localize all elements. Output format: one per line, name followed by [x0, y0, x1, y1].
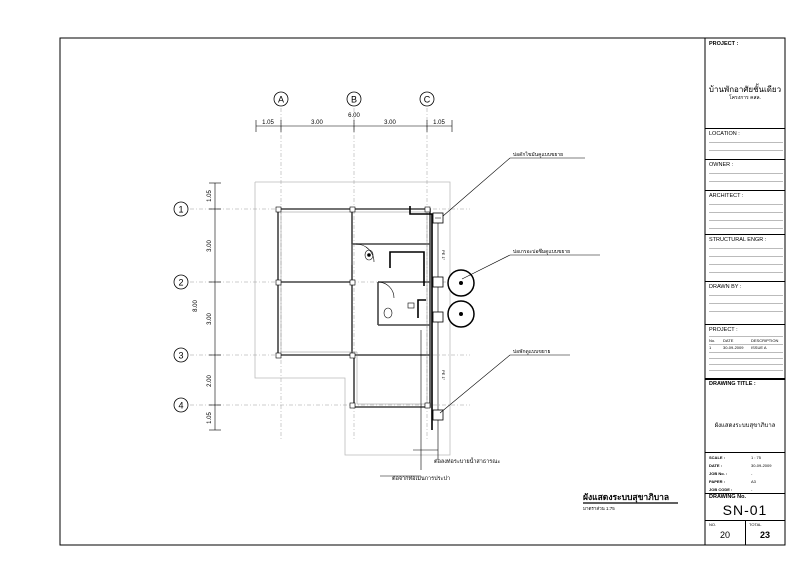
grid-bubble-3: 3 — [173, 347, 189, 363]
sheet-no: 20 — [719, 530, 730, 540]
dim-left-3: 3.00 — [207, 313, 213, 325]
paper-value: A3 — [751, 479, 756, 484]
sheet-no-label: NO. — [709, 522, 717, 527]
manhole — [432, 409, 444, 421]
dim-left-1: 1.05 — [207, 190, 213, 202]
callout-septic-tank: บ่อเกรอะบ่อซึมดูแบบขยาย — [513, 248, 570, 255]
dim-top-total: 6.00 — [348, 113, 360, 119]
architect-label: ARCHITECT : — [709, 193, 744, 199]
structural-label: STRUCTURAL ENGR : — [709, 237, 767, 243]
bathroom-fixtures — [355, 243, 415, 319]
note-public-drain: ต่อลงท่อระบายน้ำสาธารณะ — [434, 457, 500, 465]
sheet-total-label: TOTAL — [749, 522, 762, 527]
title-block: PROJECT : บ้านพักอาศัยชั้นเดียว โครงการ … — [705, 38, 785, 545]
callout-grease-trap: บ่อดักไขมันคูแบบขยาย — [513, 151, 563, 158]
grid-bubble-a: A — [273, 91, 289, 107]
dim-top-2: 3.00 — [311, 120, 323, 126]
sheet-total: 23 — [759, 530, 770, 540]
grease-trap — [432, 212, 444, 224]
location-label: LOCATION : — [709, 131, 740, 137]
dim-top-4: 1.05 — [433, 120, 445, 126]
grid-lines — [190, 108, 470, 440]
svg-text:3: 3 — [178, 351, 183, 361]
svg-text:A: A — [278, 95, 284, 105]
project-label: PROJECT : — [709, 41, 739, 47]
drawing-number: SN-01 — [722, 502, 768, 518]
rev-no-header: No. — [709, 338, 716, 343]
pipe-label-2: PE 1" — [441, 370, 446, 381]
dim-left-2: 3.00 — [207, 240, 213, 252]
main-drawing-scale: มาตราส่วน 1:75 — [583, 506, 615, 511]
rev-desc-header: DESCRIPTION — [751, 338, 779, 343]
rev-no: 1 — [709, 345, 712, 350]
dim-left-total: 8.00 — [193, 300, 199, 312]
grid-bubble-4: 4 — [173, 397, 189, 413]
dim-top-3: 3.00 — [384, 120, 396, 126]
svg-text:B: B — [351, 95, 357, 105]
sheet-border — [59, 37, 786, 546]
drawing-title-label: DRAWING TITLE : — [709, 381, 756, 387]
septic-tank-2 — [447, 300, 475, 328]
note-water-main: ต่อจากท่อเมนการประปา — [392, 475, 450, 482]
drawing-title: ผังแสดงระบบสุขาภิบาล — [714, 423, 776, 429]
pipe-label-1: PE 1" — [441, 250, 446, 261]
project-subtitle: โครงการ คสล. — [729, 95, 761, 101]
job-value: - — [751, 471, 753, 476]
svg-text:C: C — [424, 95, 431, 105]
project2-label: PROJECT : — [709, 327, 738, 333]
job-code-value: - — [751, 487, 753, 492]
dimension-top — [255, 120, 453, 132]
paper-label: PAPER : — [709, 479, 725, 484]
date-value: 30-09-2009 — [751, 463, 772, 468]
grid-bubble-1: 1 — [173, 201, 189, 217]
job-code-label: JOB CODE : — [709, 487, 733, 492]
dim-left-4: 2.00 — [207, 375, 213, 387]
site-boundary — [254, 181, 451, 456]
rev-desc: ISSUE A — [751, 345, 767, 350]
rev-date: 30-09-2009 — [723, 345, 744, 350]
callout-manhole: บ่อพักดูแบบขยาย — [513, 349, 550, 355]
rev-date-header: DATE — [723, 338, 734, 343]
svg-text:4: 4 — [178, 401, 183, 411]
scale-label: SCALE : — [709, 455, 725, 460]
callout-leaders — [439, 157, 600, 414]
job-label: JOB No. : — [709, 471, 728, 476]
drawn-by-label: DRAWN BY : — [709, 284, 742, 290]
main-drawing-title: ผังแสดงระบบสุขาภิบาล — [583, 492, 669, 503]
inspection-box-mid — [432, 276, 444, 323]
columns — [275, 206, 431, 409]
grid-bubble-c: C — [419, 91, 435, 107]
project-name: บ้านพักอาศัยชั้นเดียว — [708, 85, 782, 94]
plumbing-pipes — [389, 206, 433, 430]
date-label: DATE : — [709, 463, 723, 468]
dimension-left — [209, 182, 221, 431]
owner-label: OWNER : — [709, 162, 734, 168]
grid-bubble-2: 2 — [173, 274, 189, 290]
grid-bubble-b: B — [346, 91, 362, 107]
drawing-no-label: DRAWING No. — [709, 494, 746, 500]
svg-text:1: 1 — [178, 205, 183, 215]
dim-top-1: 1.05 — [262, 120, 274, 126]
svg-text:2: 2 — [178, 278, 183, 288]
septic-tank-1 — [447, 269, 475, 297]
dim-left-5: 1.05 — [207, 412, 213, 424]
scale-value: 1 : 75 — [751, 455, 762, 460]
